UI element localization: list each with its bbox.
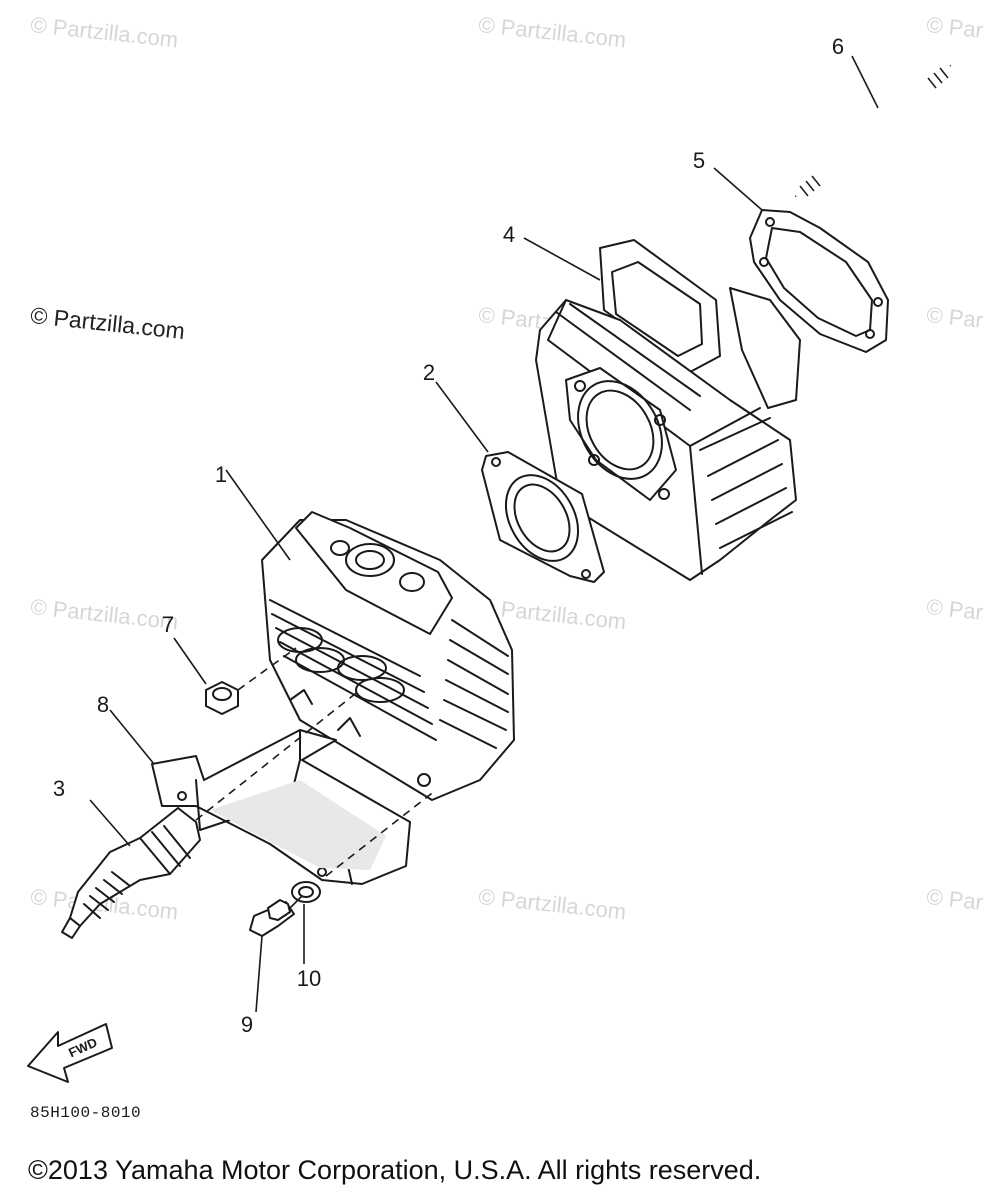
callout-8: 8 [96, 692, 110, 717]
callout-10: 10 [296, 966, 322, 991]
callout-3: 3 [52, 776, 66, 801]
forward-direction-arrow [27, 1023, 113, 1083]
spark-plug-part-3 [61, 807, 201, 939]
exhaust-gasket-part-2 [481, 451, 605, 583]
leader-lines [89, 55, 879, 1013]
callout-2: 2 [422, 360, 436, 385]
callout-6: 6 [831, 34, 845, 59]
cylinder-head-part-1 [261, 511, 515, 801]
stud-bolt-part-6 [794, 64, 952, 198]
nut-part-7 [205, 681, 239, 715]
cylinder-gasket-part-5 [749, 209, 889, 353]
callout-9: 9 [240, 1012, 254, 1037]
diagram-code: 85H100-8010 [30, 1104, 142, 1122]
washer-part-10 [291, 881, 321, 903]
bracket-part-8 [151, 729, 411, 885]
bolt-part-9 [249, 899, 295, 937]
copyright-notice: ©2013 Yamaha Motor Corporation, U.S.A. A… [28, 1155, 762, 1185]
callout-4: 4 [502, 222, 516, 247]
cylinder-part-4 [535, 239, 801, 581]
callout-7: 7 [161, 612, 175, 637]
callout-5: 5 [692, 148, 706, 173]
callout-1: 1 [214, 462, 228, 487]
